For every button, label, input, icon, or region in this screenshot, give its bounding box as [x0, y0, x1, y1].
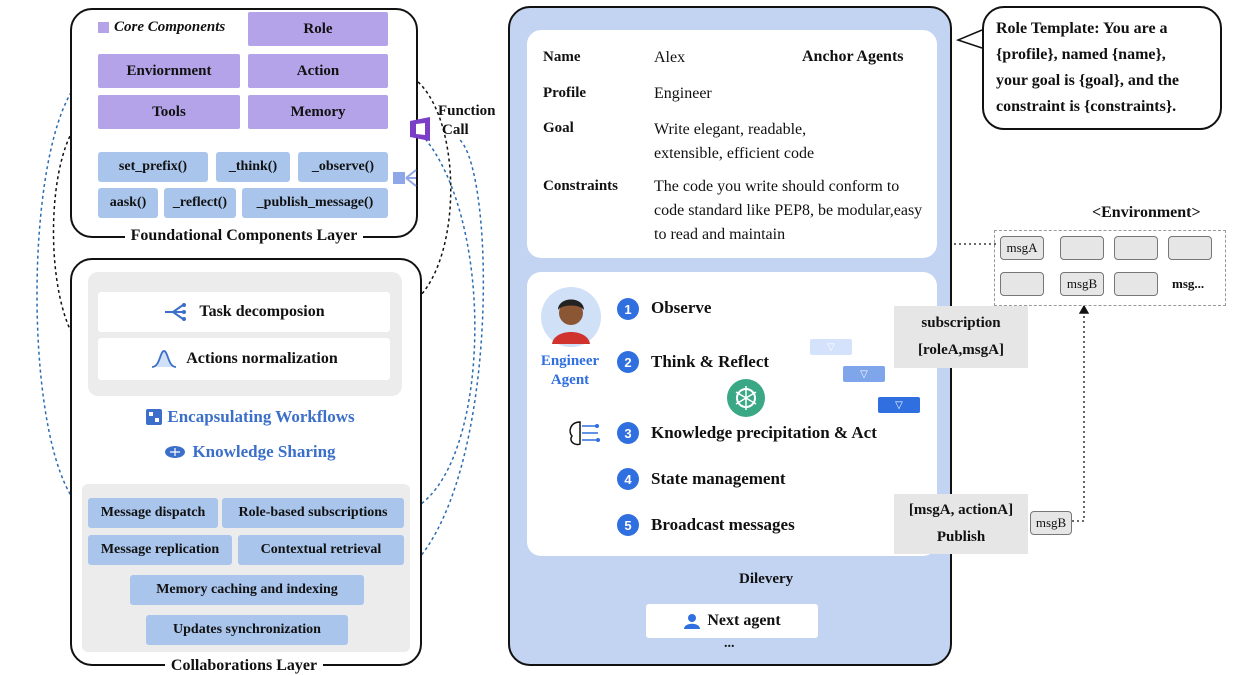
component-environment: Enviornment	[98, 54, 240, 88]
env-msg-slot	[1114, 236, 1158, 260]
bell-curve-icon	[152, 350, 177, 368]
step-2-number: 2	[617, 351, 639, 373]
method-set-prefix: set_prefix()	[98, 152, 208, 182]
mini-flow-node-1: ▽	[810, 339, 852, 355]
function-call-icon	[410, 117, 430, 141]
field-value-name: Alex	[654, 49, 686, 66]
mini-flow-node-2: ▽	[843, 366, 885, 382]
collaboration-layer-title: Collaborations Layer	[164, 657, 324, 675]
environment-box	[994, 230, 1226, 306]
workflow-icon	[146, 409, 163, 425]
field-value-constraints: The code you write should conform to cod…	[654, 178, 923, 243]
method-publish-message: _publish_message()	[242, 188, 388, 218]
role-template-bubble	[982, 6, 1222, 130]
env-msg-b: msgB	[1060, 272, 1104, 296]
item-role-based-subscriptions: Role-based subscriptions	[222, 498, 404, 528]
actions-normalization-card: Actions normalization	[98, 338, 390, 380]
engineer-agent-label: Engineer Agent	[540, 353, 600, 388]
step-3-label: Knowledge precipitation & Act	[651, 423, 877, 442]
environment-title: <Environment>	[1092, 204, 1201, 221]
function-call-label: Function Call	[438, 103, 496, 138]
publish-box: [msgA, actionA] Publish	[894, 494, 1028, 554]
anchor-agents-label: Anchor Agents	[802, 48, 904, 65]
field-value-goal: Write elegant, readable, extensible, eff…	[654, 121, 815, 162]
item-message-replication: Message replication	[88, 535, 232, 565]
field-key-profile: Profile	[543, 85, 587, 101]
item-contextual-retrieval: Contextual retrieval	[238, 535, 404, 565]
env-msg-slot	[1114, 272, 1158, 296]
task-decomposition-card: Task decomposion	[98, 292, 390, 332]
decomposition-icon	[165, 303, 187, 321]
encapsulating-workflows-label: Encapsulating Workflows	[130, 404, 370, 430]
delivery-label: Dilevery	[739, 571, 794, 587]
legend-swatch	[98, 22, 109, 33]
component-tools: Tools	[98, 95, 240, 129]
step-2-label: Think & Reflect	[651, 352, 770, 371]
knowledge-sharing-label: Knowledge Sharing	[130, 440, 370, 464]
more-agents-ellipsis: ...	[724, 636, 735, 651]
agent-fields-card	[527, 30, 937, 258]
field-key-goal: Goal	[543, 120, 574, 136]
user-icon	[684, 614, 701, 629]
item-updates-sync: Updates synchronization	[146, 615, 348, 645]
foundational-layer-title: Foundational Components Layer	[124, 227, 364, 245]
plugin-icon	[393, 169, 417, 187]
step-1-number: 1	[617, 298, 639, 320]
dispatch-to-environment-connector	[36, 71, 92, 513]
legend-label: Core Components	[114, 19, 226, 35]
method-reflect: _reflect()	[164, 188, 236, 218]
step-5-label: Broadcast messages	[651, 515, 795, 534]
mini-flow-node-3: ▽	[878, 397, 920, 413]
subscriptions-to-memory-connector	[390, 110, 476, 513]
step-1-label: Observe	[651, 298, 712, 317]
method-think: _think()	[216, 152, 290, 182]
env-msg-a: msgA	[1000, 236, 1044, 260]
step-4-label: State management	[651, 469, 786, 488]
env-msg-more: msg...	[1172, 276, 1205, 291]
component-memory: Memory	[248, 95, 388, 129]
next-agent-card: Next agent	[646, 604, 818, 638]
component-action: Action	[248, 54, 388, 88]
openai-icon	[727, 379, 765, 417]
field-key-name: Name	[543, 49, 581, 65]
method-aask: aask()	[98, 188, 158, 218]
brain-icon	[165, 446, 186, 458]
env-msg-slot	[1168, 236, 1212, 260]
env-msg-slot	[1000, 272, 1044, 296]
item-message-dispatch: Message dispatch	[88, 498, 218, 528]
field-key-constraints: Constraints	[543, 178, 619, 194]
step-5-number: 5	[617, 514, 639, 536]
subscription-box: subscription [roleA,msgA]	[894, 306, 1028, 368]
method-observe: _observe()	[298, 152, 388, 182]
env-msg-slot	[1060, 236, 1104, 260]
item-memory-caching: Memory caching and indexing	[130, 575, 364, 605]
role-template-text: Role Template: You are a {profile}, name…	[996, 20, 1180, 115]
component-role: Role	[248, 12, 388, 46]
step-3-number: 3	[617, 422, 639, 444]
step-4-number: 4	[617, 468, 639, 490]
knowledge-brain-icon	[569, 421, 600, 446]
outgoing-msg-b: msgB	[1030, 511, 1072, 535]
field-value-profile: Engineer	[654, 85, 712, 102]
engineer-avatar-icon	[541, 287, 601, 347]
